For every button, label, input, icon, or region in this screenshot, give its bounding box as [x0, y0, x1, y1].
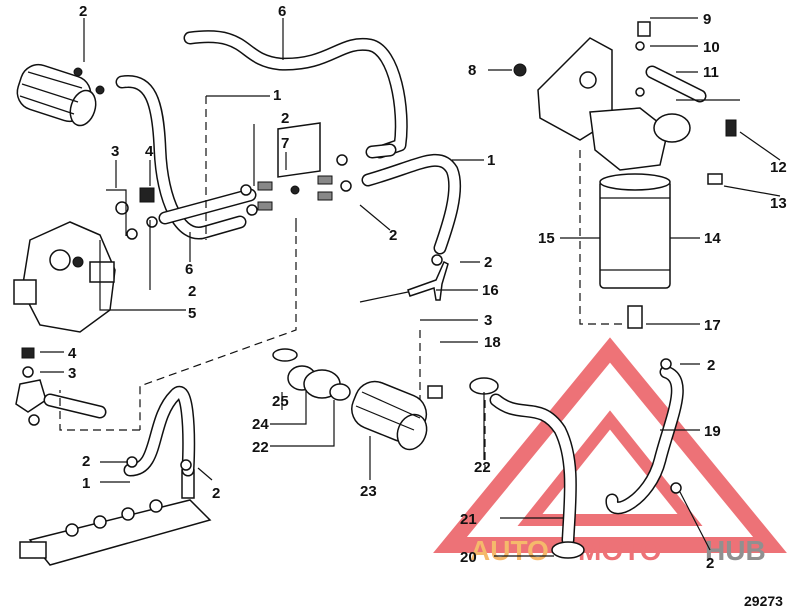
fuel-cooler-top-left — [16, 63, 105, 127]
fuel-cooler-middle — [272, 348, 443, 451]
callout-labels: 2 6 1 2 7 3 4 1 2 6 2 5 2 16 9 10 8 11 1… — [68, 3, 787, 572]
label-3-c: 3 — [484, 312, 492, 329]
label-2-d: 2 — [188, 283, 196, 300]
label-2-i: 2 — [706, 555, 714, 572]
hose-cooler-return — [115, 75, 247, 240]
label-15: 15 — [538, 230, 555, 247]
fuel-rail — [19, 385, 212, 566]
label-1-b: 1 — [487, 152, 495, 169]
diagram-reference-number: 29273 — [744, 593, 783, 609]
label-4-b: 4 — [68, 345, 77, 362]
watermark-text-moto: MOTO — [578, 535, 661, 566]
label-13: 13 — [770, 195, 787, 212]
label-2-c: 2 — [389, 227, 397, 244]
elbow-hose — [469, 377, 585, 559]
clamps-block — [240, 154, 443, 266]
label-2-g: 2 — [707, 357, 715, 374]
label-2-f: 2 — [82, 453, 90, 470]
watermark-text-auto: AUTO — [470, 535, 549, 566]
pump-return-hose — [15, 347, 107, 426]
label-8: 8 — [468, 62, 476, 79]
label-18: 18 — [484, 334, 501, 351]
label-9: 9 — [703, 11, 711, 28]
label-20: 20 — [460, 549, 477, 566]
label-25: 25 — [272, 393, 289, 410]
tee-fitting — [407, 260, 449, 301]
high-pressure-pump — [13, 187, 158, 333]
label-22-a: 22 — [252, 439, 269, 456]
dashed-group-lines — [59, 96, 626, 470]
label-24: 24 — [252, 416, 269, 433]
label-7: 7 — [281, 135, 289, 152]
label-19: 19 — [704, 423, 721, 440]
label-12: 12 — [770, 159, 787, 176]
label-5: 5 — [188, 305, 196, 322]
label-17: 17 — [704, 317, 721, 334]
label-2-top: 2 — [79, 3, 87, 20]
label-22-b: 22 — [474, 459, 491, 476]
label-6-top: 6 — [278, 3, 286, 20]
label-6-b: 6 — [185, 261, 193, 278]
label-21: 21 — [460, 511, 477, 528]
label-14: 14 — [704, 230, 721, 247]
watermark-text-hub: HUB — [705, 535, 766, 566]
label-1-c: 1 — [82, 475, 90, 492]
watermark-logo: AUTO MOTO HUB — [433, 337, 787, 566]
hose-19 — [605, 358, 684, 515]
label-2-b: 2 — [281, 110, 289, 127]
label-2-e: 2 — [484, 254, 492, 271]
fuel-filter-assembly — [513, 21, 737, 329]
label-4-a: 4 — [145, 143, 154, 160]
hose-1-right — [361, 143, 462, 255]
label-11: 11 — [703, 64, 719, 81]
label-2-h: 2 — [212, 485, 220, 502]
leader-lines — [40, 17, 781, 557]
hose-6-loop — [183, 30, 408, 159]
label-10: 10 — [703, 39, 720, 56]
label-16: 16 — [482, 282, 499, 299]
label-3-a: 3 — [111, 143, 119, 160]
distribution-block — [158, 122, 333, 232]
label-3-b: 3 — [68, 365, 76, 382]
label-1-a: 1 — [273, 87, 281, 104]
label-23: 23 — [360, 483, 377, 500]
